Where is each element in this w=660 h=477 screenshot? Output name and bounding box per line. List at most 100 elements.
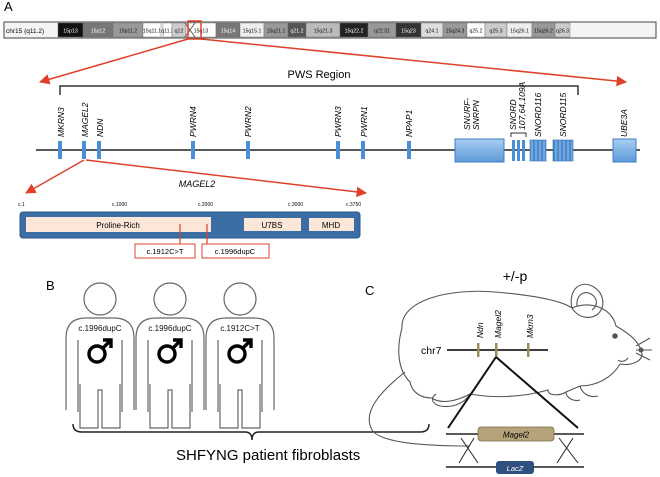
chromosome-band-label: 15q23 xyxy=(401,29,416,35)
chromosome-band-label: 15q24.3 xyxy=(446,29,465,35)
gene-label-pwrn3: PWRN3 xyxy=(333,106,343,137)
magel2-title: MAGEL2 xyxy=(179,179,216,189)
mouse-gene-ndn xyxy=(477,343,480,357)
gene-bar-npap1 xyxy=(407,141,411,159)
patient-figure xyxy=(205,282,275,429)
snord-bracket xyxy=(510,132,527,137)
male-symbol-icon xyxy=(227,338,253,364)
chromosome-band xyxy=(142,22,162,38)
gene-bar-pwrn1 xyxy=(361,141,365,159)
patients-caption: SHFYNG patient fibroblasts xyxy=(176,447,360,464)
gene-bar-pwrn2 xyxy=(246,141,250,159)
chromosome-band-label: 15q26.1 xyxy=(510,29,529,35)
gene-label-pwrn4: PWRN4 xyxy=(188,106,198,137)
patient-figures: c.1996dupC c.1996dupC c.1912C>T xyxy=(65,282,275,429)
mouse-gene-magel2 xyxy=(495,343,498,357)
gene-label-pwrn2: PWRN2 xyxy=(243,106,253,137)
patient-variant-label: c.1912C>T xyxy=(220,324,259,333)
zoom-arrow-left xyxy=(38,38,189,85)
patient-head xyxy=(83,282,117,316)
chromosome-band-label: 15q26.2 xyxy=(534,29,553,35)
male-symbol-icon xyxy=(87,338,113,364)
gene-box-snord115 xyxy=(552,139,574,162)
patient-body xyxy=(135,317,205,429)
mouse-genotype: +/-p xyxy=(503,268,528,284)
domain-mhd-label: MHD xyxy=(322,221,340,230)
mouse-gene-mkrn3 xyxy=(527,343,530,357)
patient-variant-label: c.1996dupC xyxy=(148,324,191,333)
chromosome-band-label: 15q11.1 xyxy=(143,29,161,35)
mouse-gene-label-ndn: Ndn xyxy=(475,322,485,338)
gene-label-mkrn3: MKRN3 xyxy=(56,107,66,137)
scale-c1000: c.1000 xyxy=(112,202,127,208)
scale-c3000: c.3000 xyxy=(288,202,303,208)
patient-head xyxy=(223,282,257,316)
male-symbol-icon xyxy=(157,338,183,364)
patient-variant-label: c.1996dupC xyxy=(78,324,121,333)
gene-box-snord109a xyxy=(522,140,525,161)
construct-crossover-right xyxy=(556,437,579,464)
gene-label-snord115: SNORD115 xyxy=(558,92,568,137)
gene-map xyxy=(58,132,637,163)
chromosome-label: chr15 (q11.2) xyxy=(6,28,44,35)
pws-region-label: PWS Region xyxy=(288,69,351,81)
mouse-mouth xyxy=(617,357,629,362)
construct-lacz-box xyxy=(496,461,534,474)
chromosome-band-label: 15q21.1 xyxy=(267,29,286,35)
gene-box-snord107 xyxy=(512,140,515,161)
panel-b-label: B xyxy=(46,278,55,293)
centromere xyxy=(184,22,196,38)
gene-bar-magel2 xyxy=(82,141,86,159)
gene-label-ube3a: UBE3A xyxy=(619,109,629,137)
domain-mhd xyxy=(309,218,354,231)
chromosome-band-label: 15q15.1 xyxy=(243,29,262,35)
chromosome-band-label: q22.31 xyxy=(374,29,390,35)
gene-label-npap1: NPAP1 xyxy=(404,109,414,137)
patient-body xyxy=(205,317,275,429)
patients-bracket xyxy=(72,423,430,441)
mutation-label-1912: c.1912C>T xyxy=(147,247,184,256)
gene-label-snurf-snrpn: SNURF-SNRPN xyxy=(462,98,481,130)
magel2-zoom-arrow-right xyxy=(85,159,368,198)
gene-bar-ndn xyxy=(97,141,101,159)
gene-label-snord116: SNORD116 xyxy=(533,92,543,137)
pws-region-bracket xyxy=(59,85,579,95)
gene-labels: MKRN3 MAGEL2 NDN PWRN4 PWRN2 PWRN3 PWRN1… xyxy=(56,81,629,137)
chromosome-band-label: q25.3 xyxy=(490,29,503,35)
chromosome-band-label: 15p13 xyxy=(63,29,78,35)
zoom-arrow-right xyxy=(200,38,628,87)
mouse-gene-label-mkrn3: Mkrn3 xyxy=(525,314,535,338)
gene-box-snord116 xyxy=(529,139,547,162)
chromosome-band-label: 15q22.2 xyxy=(345,29,364,35)
scale-c1: c.1 xyxy=(18,202,25,208)
mutation-label-1996: c.1996dupC xyxy=(215,247,256,256)
mouse-front-leg xyxy=(565,385,599,402)
mouse-ear-inner xyxy=(576,292,597,311)
mouse-ear xyxy=(570,283,604,318)
chromosome-band-label: 15q21.3 xyxy=(314,29,333,35)
gene-label-snord107: SNORD107,64,109A xyxy=(508,81,527,130)
chromosome-band-label: q25.2 xyxy=(470,29,483,35)
construct-lacz-label: LacZ xyxy=(507,464,524,473)
mouse-hind-leg xyxy=(431,393,471,408)
mouse-body xyxy=(398,290,643,403)
domain-u7bs-label: U7BS xyxy=(262,221,283,230)
gene-label-magel2: MAGEL2 xyxy=(80,102,90,137)
mouse-chr7-label: chr7 xyxy=(421,345,442,357)
construct-crossover-left xyxy=(458,437,479,464)
gene-box-ube3a xyxy=(612,138,637,163)
gene-bar-pwrn3 xyxy=(336,141,340,159)
chromosome-band-label: 15p12 xyxy=(91,29,106,35)
domain-proline-rich-label: Proline-Rich xyxy=(96,221,140,230)
domain-proline-rich xyxy=(26,217,211,232)
construct-magel2-box xyxy=(477,426,555,442)
mouse-illustration xyxy=(368,283,652,447)
chromosome-band-label: q21.2 xyxy=(291,29,304,35)
patient-figure xyxy=(135,282,205,429)
mouse-eye xyxy=(612,333,618,339)
magel2-scale: c.1 c.1000 c.2000 c.3000 c.3750 xyxy=(18,202,361,208)
scale-c3750: c.3750 xyxy=(346,202,361,208)
mutation-box-1912 xyxy=(134,243,196,259)
